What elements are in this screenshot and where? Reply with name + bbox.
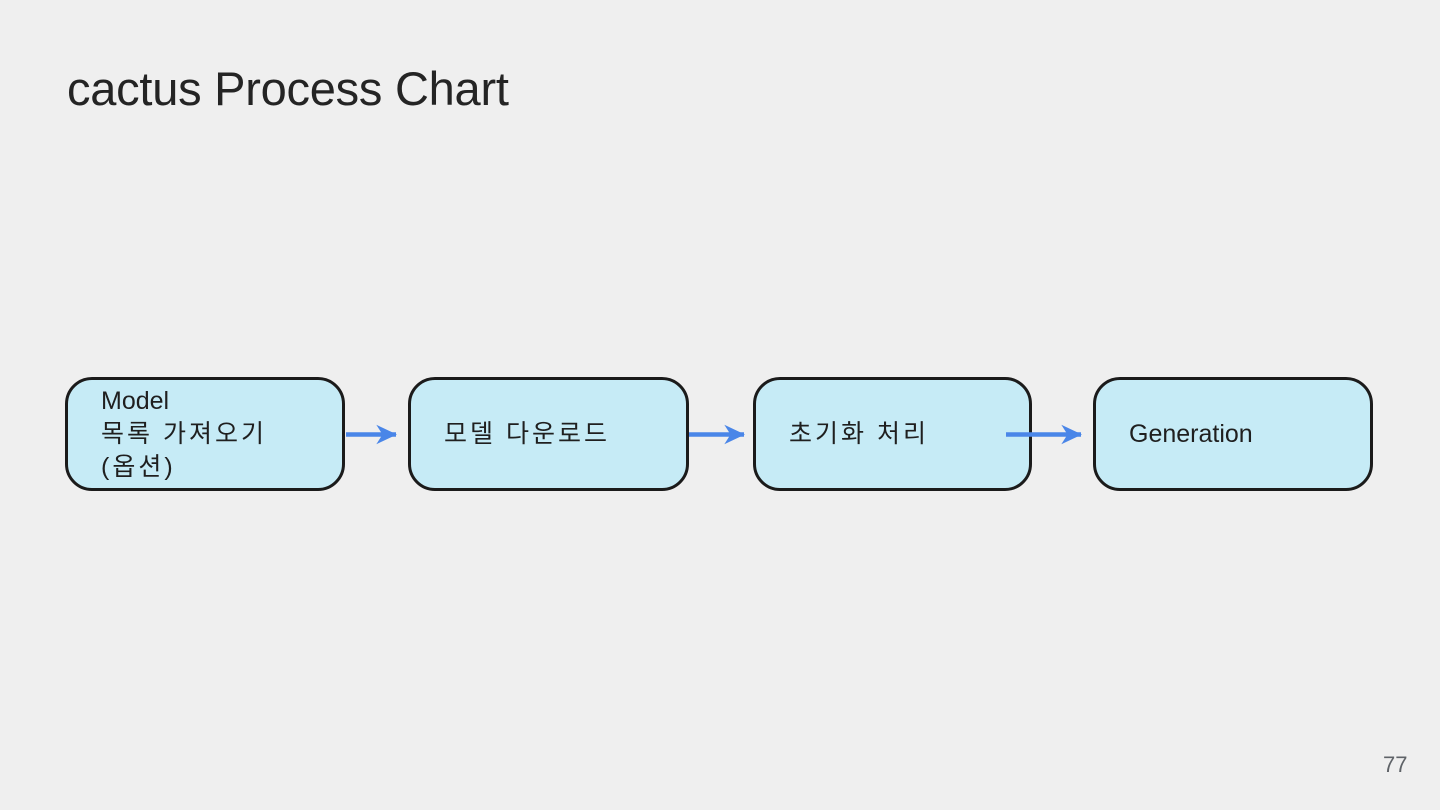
flow-node-initialization: 초기화 처리 xyxy=(753,377,1032,491)
flow-node-generation: Generation xyxy=(1093,377,1373,491)
node-label: 모델 다운로드 xyxy=(444,419,610,448)
slide-title: cactus Process Chart xyxy=(67,62,509,115)
node-label-line: (옵션) xyxy=(101,452,176,481)
node-label: 초기화 처리 xyxy=(789,419,929,448)
node-label-line: Model xyxy=(101,386,170,415)
page-number: 77 xyxy=(1383,752,1408,777)
node-label-line: 목록 가져오기 xyxy=(101,419,267,448)
node-label: Generation xyxy=(1129,419,1253,448)
flow-node-model-download: 모델 다운로드 xyxy=(408,377,689,491)
flow-node-model-list-fetch: Model 목록 가져오기 (옵션) xyxy=(65,377,345,491)
